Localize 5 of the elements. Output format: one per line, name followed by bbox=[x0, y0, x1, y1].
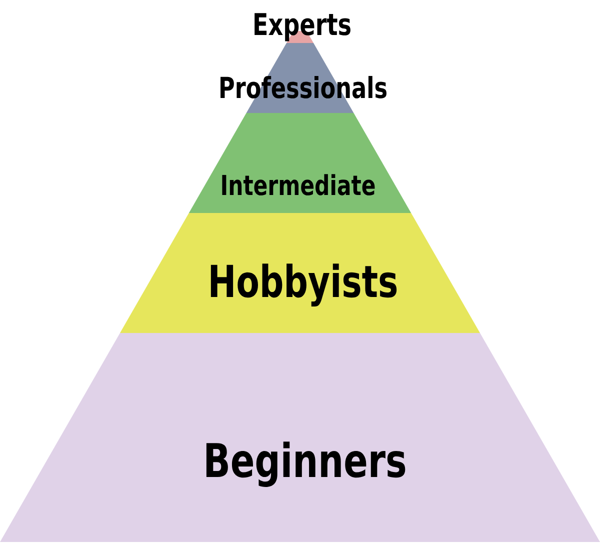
pyramid-tier: Professionals bbox=[220, 43, 386, 113]
pyramid-tier: Hobbyists bbox=[120, 213, 480, 333]
pyramid-tier: Experts bbox=[254, 13, 350, 43]
pyramid-tier: Intermediate bbox=[188, 113, 412, 213]
pyramid-tier: Beginners bbox=[0, 333, 600, 542]
